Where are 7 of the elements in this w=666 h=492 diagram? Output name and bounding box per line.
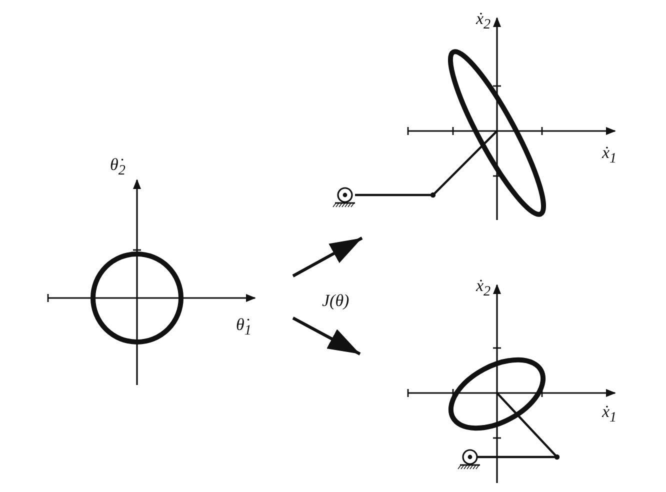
axis-label: ẋ$_{1}$ [602,144,617,166]
axis-label: ẋ$_{2}$ [476,277,491,299]
axis-label: θ̇$_{1}$ [236,316,252,338]
axis-label: ẋ$_{2}$ [476,10,491,32]
axis-label: θ̇$_{2}$ [110,156,126,178]
jacobian-label: J(θ) [322,292,350,309]
axis-label: ẋ$_{1}$ [602,403,617,425]
